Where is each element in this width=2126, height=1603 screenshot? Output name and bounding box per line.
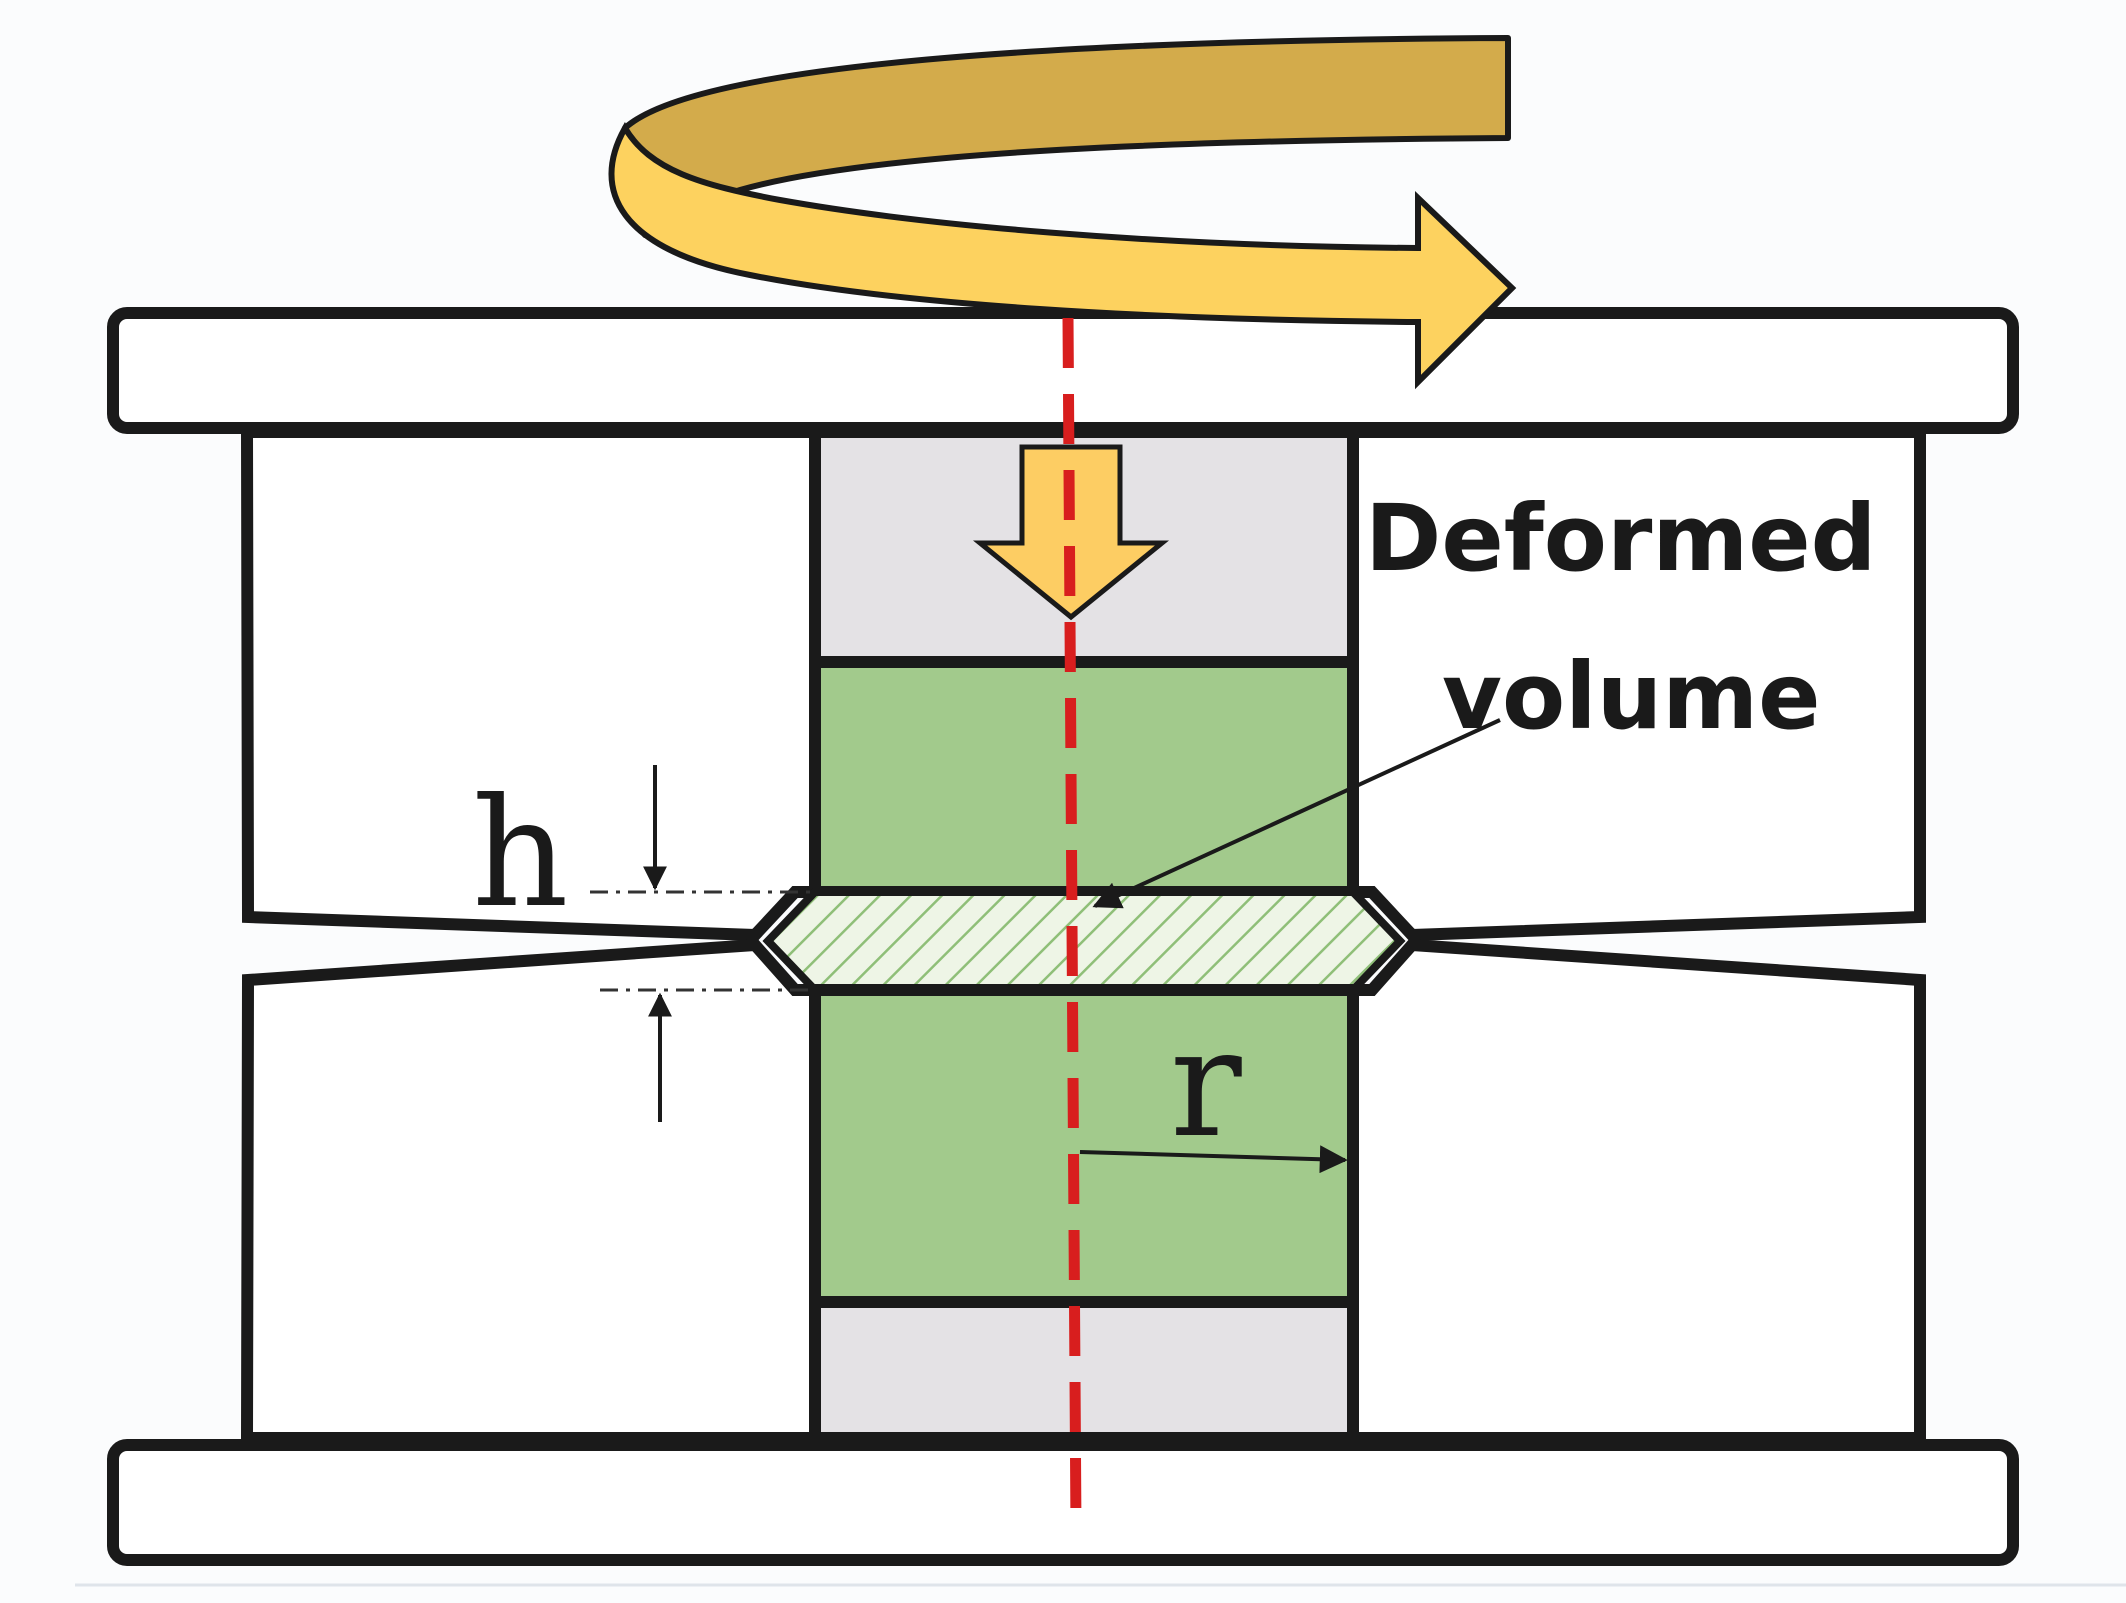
radius-label: r: [1170, 997, 1242, 1171]
deformed-volume: [762, 888, 1406, 994]
height-label: h: [472, 767, 569, 941]
rotation-axis: [1062, 317, 1082, 1531]
lower-anvil-right: [1347, 938, 1926, 1444]
lower-plunger: [809, 1296, 1359, 1444]
deformed-label-line2: volume: [1442, 643, 1820, 750]
lower-anvil-left: [240, 938, 821, 1444]
deformed-pointer-arrow: [1092, 718, 1501, 909]
down-arrow-icon: [972, 444, 1170, 621]
curved-rotation-arrow-icon: [608, 122, 1517, 390]
upper-sample: [809, 656, 1359, 898]
bottom-plate: [107, 1439, 2019, 1566]
deformed-label-line1: Deformed: [1365, 485, 1876, 592]
lower-sample: [809, 984, 1359, 1308]
radius-arrow: [1079, 1145, 1348, 1174]
